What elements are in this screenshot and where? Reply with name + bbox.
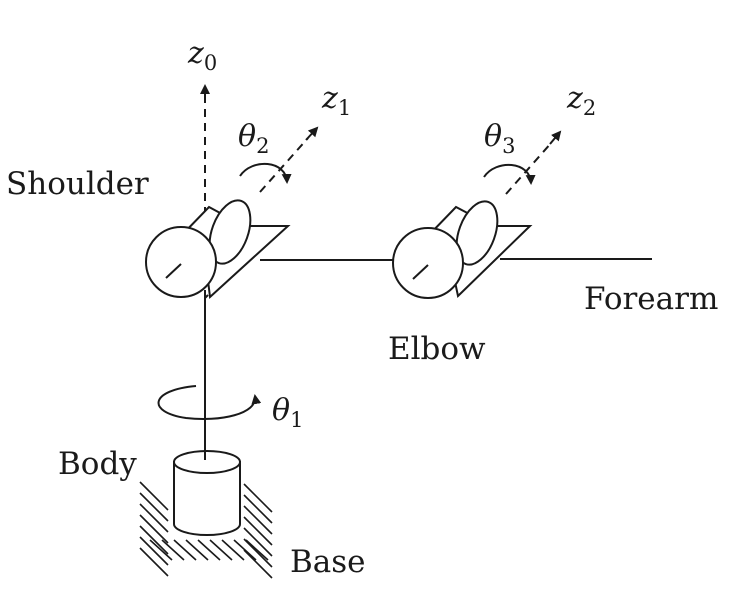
theta3-label: θ3 — [484, 119, 515, 158]
base-hatch-line — [245, 539, 269, 561]
base-hatch-line — [243, 549, 273, 579]
base-hatch-line — [185, 539, 209, 561]
base-hatch-line — [197, 539, 221, 561]
base-hatch-line — [139, 547, 169, 577]
elbow-label: Elbow — [388, 331, 486, 367]
z2-label: z2 — [566, 81, 596, 120]
theta2-rotation-arrow — [239, 162, 292, 184]
z2-axis — [505, 130, 562, 195]
theta1-label: θ1 — [272, 393, 303, 432]
base-hatch-line — [139, 514, 169, 544]
base-hatch-line — [243, 494, 273, 524]
base-hatch-line — [139, 492, 169, 522]
base-hatch-line — [173, 539, 197, 561]
z0-label: z0 — [187, 36, 217, 75]
base-hatch-line — [209, 539, 233, 561]
shoulder-joint — [145, 199, 291, 300]
base-hatch-line — [221, 539, 245, 561]
z1-axis — [259, 126, 319, 193]
shoulder-label: Shoulder — [6, 166, 149, 202]
z1-label: z1 — [321, 81, 351, 120]
base-label: Base — [290, 544, 366, 580]
base-hatch-line — [243, 516, 273, 546]
theta3-rotation-arrow — [483, 163, 536, 185]
base-hatch-line — [139, 481, 169, 511]
theta2-label: θ2 — [238, 119, 269, 158]
elbow-joint — [392, 200, 533, 299]
base-hatch-line — [243, 538, 273, 568]
base-hatch-line — [243, 505, 273, 535]
base-hatch-line — [139, 536, 169, 566]
base-hatch-line — [139, 503, 169, 533]
body-label: Body — [58, 446, 137, 482]
base-ground — [139, 481, 273, 579]
base-hatch-line — [161, 539, 185, 561]
forearm-label: Forearm — [584, 281, 718, 317]
base-hatch-line — [243, 527, 273, 557]
base-hatch-line — [243, 483, 273, 513]
base-hatch-line — [139, 525, 169, 555]
theta1-rotation-arrow — [157, 385, 262, 420]
base-hatch-line — [149, 539, 173, 561]
body-cylinder — [173, 450, 241, 536]
